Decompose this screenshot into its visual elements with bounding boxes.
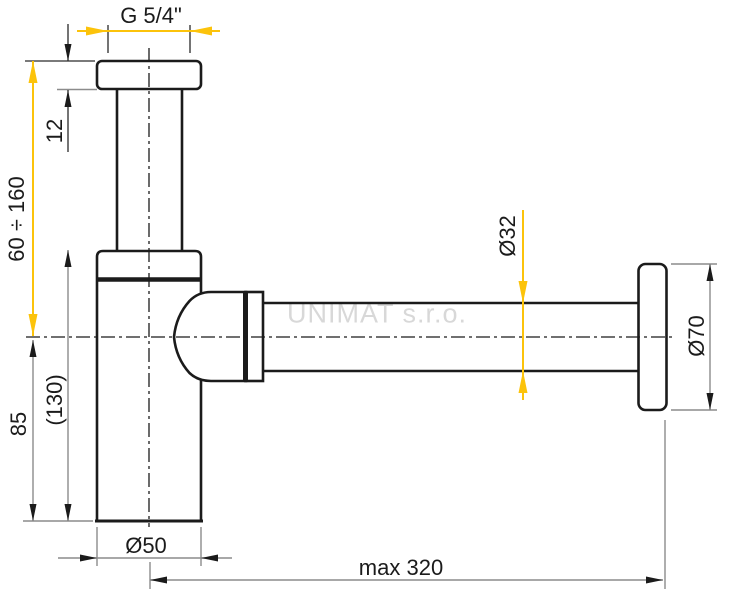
dim-label-body-height-ref: (130) <box>42 374 67 426</box>
dim-label-thread: G 5/4" <box>120 3 182 28</box>
siphon-cup <box>95 281 203 523</box>
vertical-inlet-pipe <box>115 89 184 251</box>
dim-label-inlet-range: 60 ÷ 160 <box>4 176 29 262</box>
dimension-lines <box>23 24 717 589</box>
dim-label-body-height: 85 <box>6 411 31 437</box>
dim-label-nut-height: 12 <box>42 118 67 144</box>
dim-label-pipe-diameter: Ø32 <box>495 215 520 257</box>
horizontal-outlet-pipe <box>263 301 639 373</box>
centerlines <box>26 48 673 527</box>
dim-label-max-reach: max 320 <box>358 555 444 580</box>
dim-label-cup-diameter: Ø50 <box>125 533 167 558</box>
dim-label-flange-diameter: Ø70 <box>684 315 709 357</box>
dimension-arrows <box>28 26 714 584</box>
